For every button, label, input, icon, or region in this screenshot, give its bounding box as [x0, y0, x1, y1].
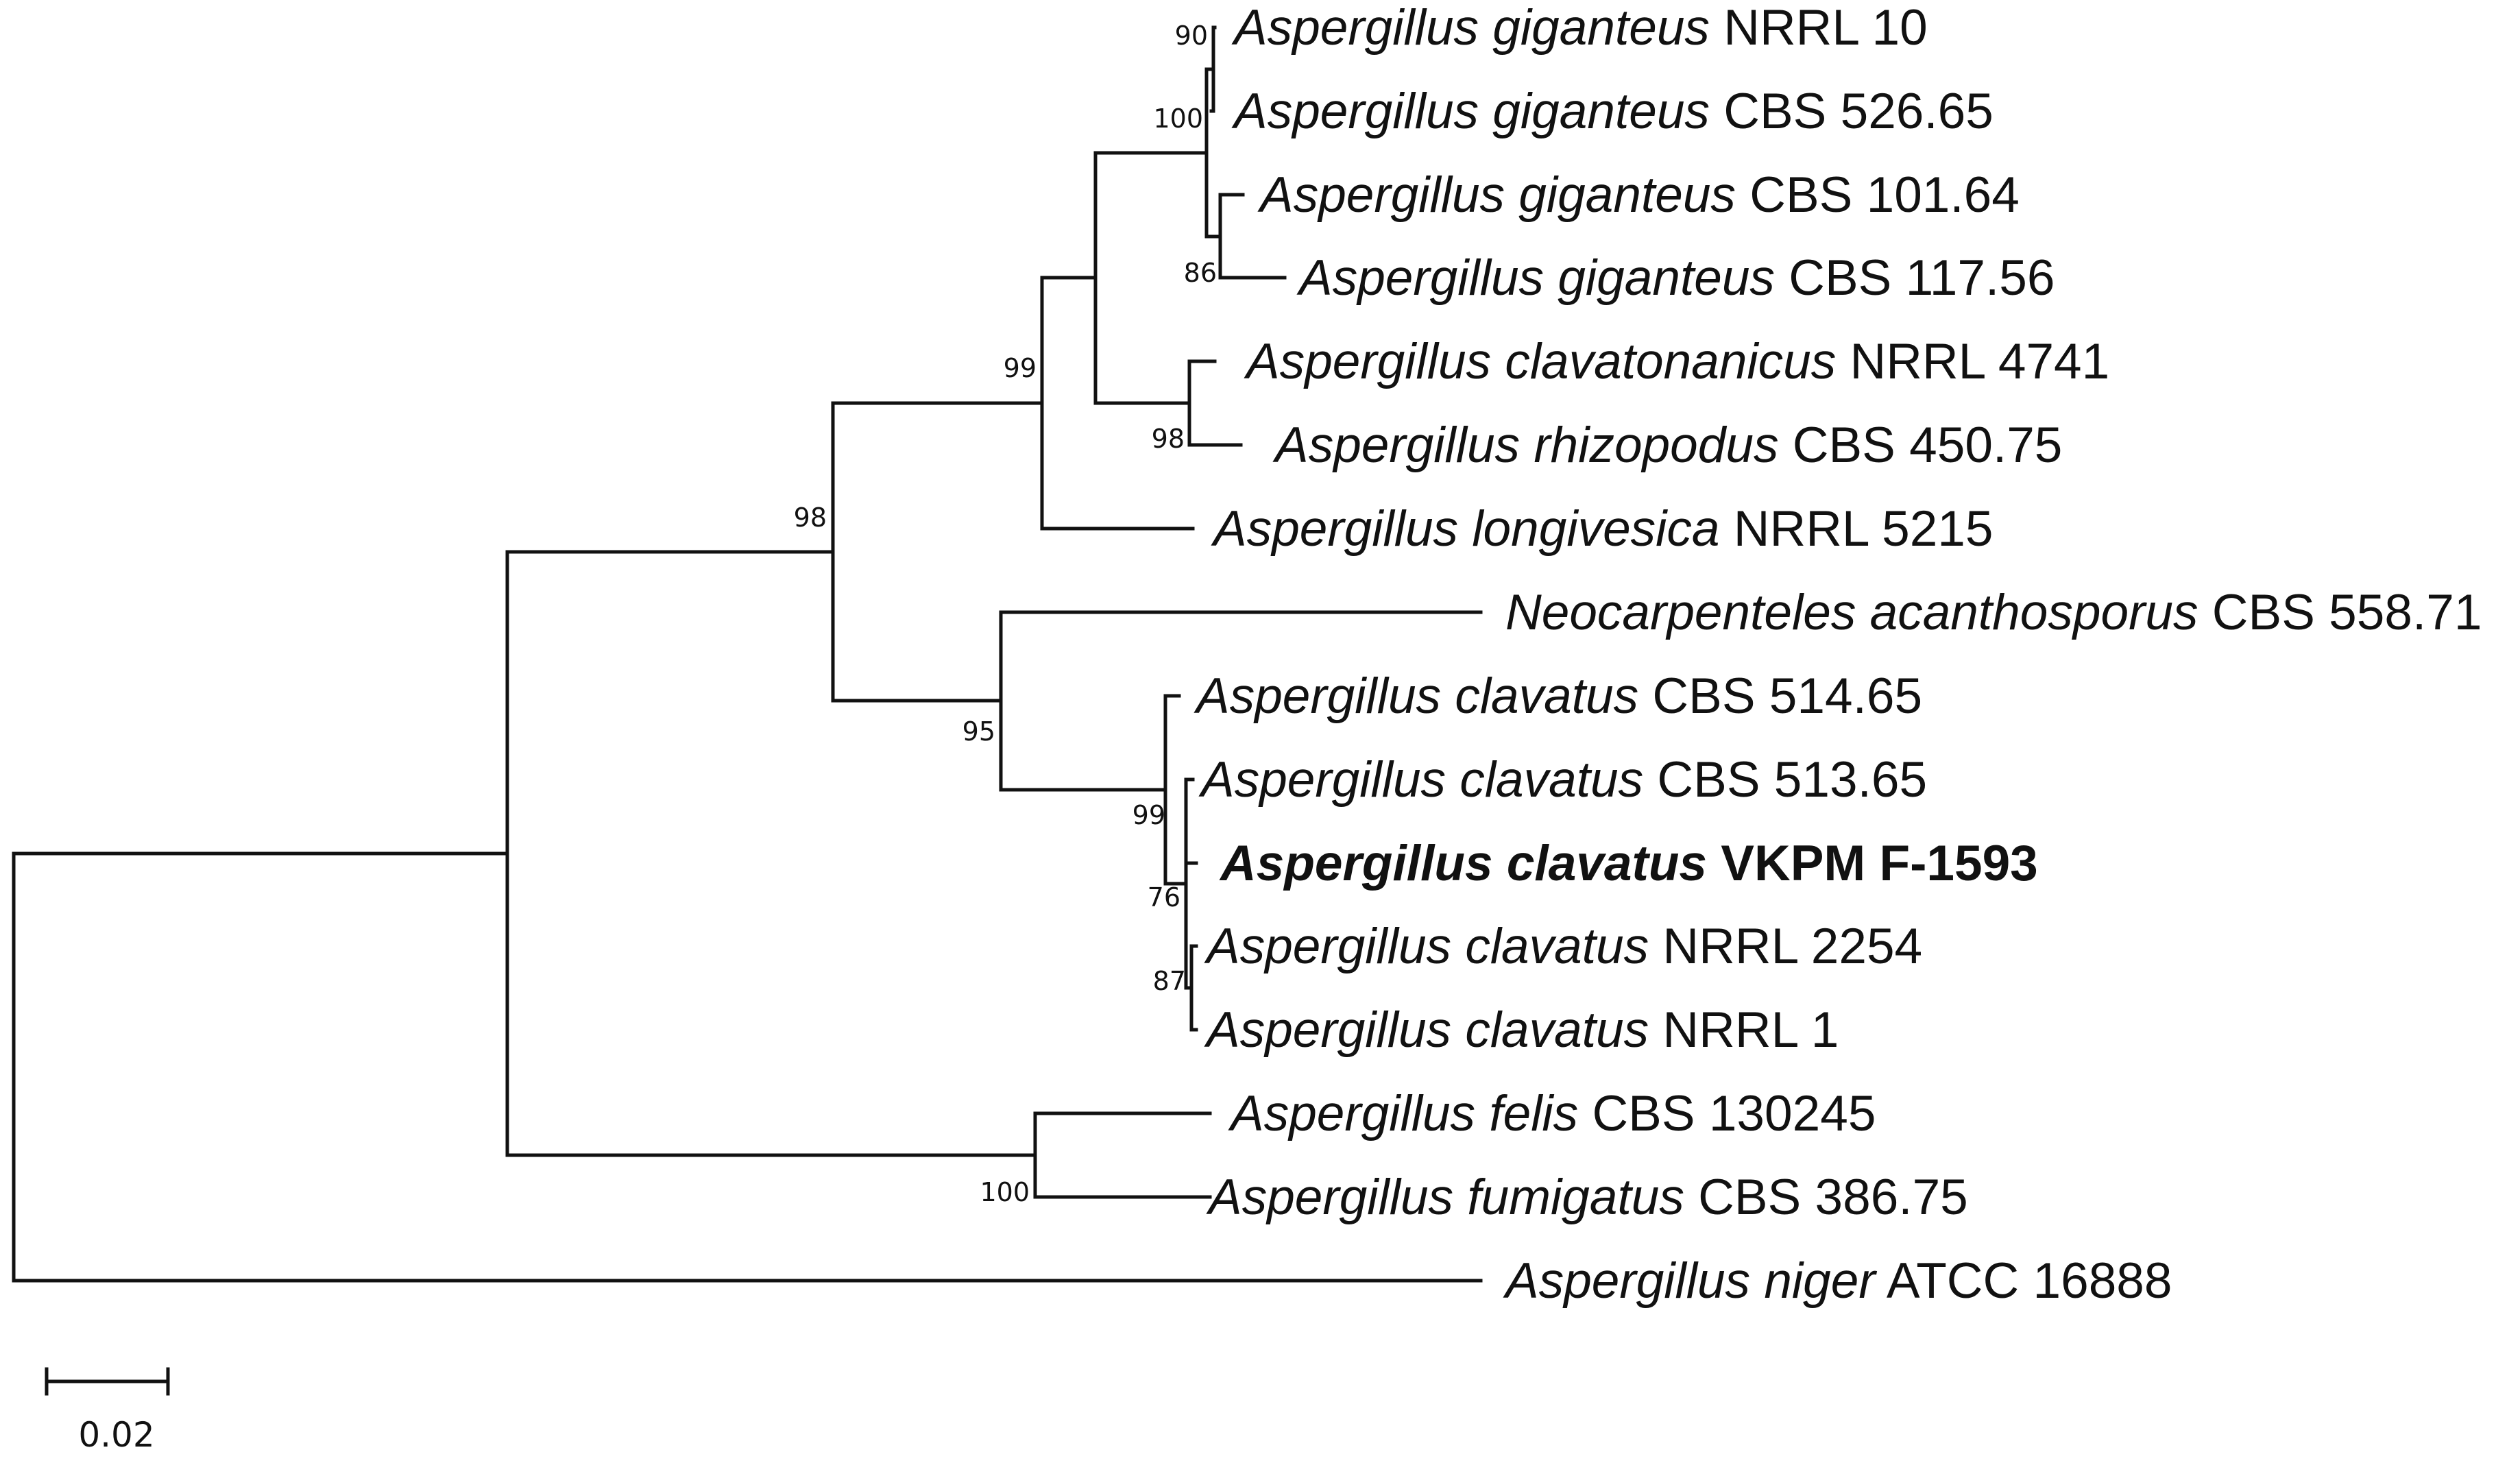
taxon-species-t1: Aspergillus giganteus: [1231, 0, 1710, 56]
taxon-strain-t15: CBS 386.75: [1684, 1170, 1968, 1225]
taxon-species-t7: Aspergillus longivesica: [1211, 501, 1719, 557]
bootstrap-support-values: 90 100 86 99 98 98 95 99 76 87 100: [794, 21, 1217, 1207]
taxon-species-t12: Aspergillus clavatus: [1204, 919, 1649, 974]
taxon-label-t3: Aspergillus giganteus CBS 101.64: [1257, 167, 2020, 223]
taxon-species-t3: Aspergillus giganteus: [1257, 167, 1736, 223]
taxon-species-t15: Aspergillus fumigatus: [1206, 1170, 1684, 1225]
taxon-species-t10: Aspergillus clavatus: [1198, 752, 1643, 808]
taxon-label-t12: Aspergillus clavatus NRRL 2254: [1204, 919, 1922, 974]
tree-branches: [12, 25, 1483, 1283]
support-value-n_fumigati: 100: [980, 1177, 1030, 1207]
taxon-strain-t2: CBS 526.65: [1710, 84, 1994, 139]
taxon-strain-t5: NRRL 4741: [1836, 334, 2109, 389]
taxon-label-t4: Aspergillus giganteus CBS 117.56: [1296, 250, 2055, 306]
support-value-n_giganteus_all: 100: [1153, 104, 1203, 134]
support-value-n_clavatonanicus: 98: [1152, 424, 1185, 454]
support-value-n_giganteus_pair: 90: [1175, 21, 1208, 51]
support-value-n_giganteus_pair2: 86: [1184, 258, 1217, 288]
taxon-strain-t4: CBS 117.56: [1775, 250, 2055, 306]
support-value-n_neocarp: 95: [962, 716, 995, 747]
taxon-species-t11: Aspergillus clavatus: [1219, 836, 1707, 891]
support-value-n_clavati: 98: [794, 503, 827, 533]
support-value-n_clavatus_sub2: 87: [1153, 966, 1186, 996]
taxon-species-t5: Aspergillus clavatonanicus: [1244, 334, 1836, 389]
taxon-species-t14: Aspergillus felis: [1228, 1086, 1578, 1141]
taxon-species-t2: Aspergillus giganteus: [1231, 84, 1710, 139]
support-value-n_upper: 99: [1004, 353, 1037, 383]
taxon-labels: Aspergillus giganteus NRRL 10Aspergillus…: [1194, 0, 2482, 1309]
taxon-label-t1: Aspergillus giganteus NRRL 10: [1231, 0, 1928, 56]
taxon-label-t6: Aspergillus rhizopodus CBS 450.75: [1272, 418, 2062, 473]
scale-bar-label: 0.02: [78, 1415, 154, 1455]
taxon-strain-t9: CBS 514.65: [1638, 668, 1922, 724]
support-value-n_clavatus_sub: 76: [1148, 882, 1180, 912]
scale-bar: 0.02: [45, 1367, 170, 1455]
taxon-species-t16: Aspergillus niger: [1503, 1253, 1877, 1309]
taxon-label-t14: Aspergillus felis CBS 130245: [1228, 1086, 1876, 1141]
taxon-strain-t8: CBS 558.71: [2198, 585, 2482, 640]
taxon-strain-t1: NRRL 10: [1710, 0, 1928, 56]
taxon-label-t13: Aspergillus clavatus NRRL 1: [1204, 1002, 1839, 1058]
taxon-strain-t10: CBS 513.65: [1643, 752, 1927, 808]
taxon-species-t9: Aspergillus clavatus: [1194, 668, 1638, 724]
taxon-label-t15: Aspergillus fumigatus CBS 386.75: [1206, 1170, 1968, 1225]
taxon-strain-t13: NRRL 1: [1649, 1002, 1839, 1058]
taxon-strain-t7: NRRL 5215: [1719, 501, 1993, 557]
taxon-label-t5: Aspergillus clavatonanicus NRRL 4741: [1244, 334, 2109, 389]
taxon-species-t13: Aspergillus clavatus: [1204, 1002, 1649, 1058]
taxon-label-t16: Aspergillus niger ATCC 16888: [1503, 1253, 2172, 1309]
taxon-strain-t16: ATCC 16888: [1876, 1253, 2172, 1309]
taxon-label-t7: Aspergillus longivesica NRRL 5215: [1211, 501, 1994, 557]
taxon-label-t11: Aspergillus clavatus VKPM F-1593: [1219, 836, 2038, 891]
taxon-strain-t6: CBS 450.75: [1778, 418, 2062, 473]
taxon-label-t2: Aspergillus giganteus CBS 526.65: [1231, 84, 1994, 139]
taxon-species-t6: Aspergillus rhizopodus: [1272, 418, 1778, 473]
taxon-label-t8: Neocarpenteles acanthosporus CBS 558.71: [1505, 585, 2482, 640]
taxon-label-t10: Aspergillus clavatus CBS 513.65: [1198, 752, 1927, 808]
taxon-strain-t14: CBS 130245: [1578, 1086, 1876, 1141]
taxon-strain-t3: CBS 101.64: [1736, 167, 2020, 223]
taxon-species-t8: Neocarpenteles acanthosporus: [1505, 585, 2198, 640]
taxon-species-t4: Aspergillus giganteus: [1296, 250, 1775, 306]
taxon-strain-t12: NRRL 2254: [1649, 919, 1922, 974]
taxon-label-t9: Aspergillus clavatus CBS 514.65: [1194, 668, 1922, 724]
support-value-n_clavatus: 99: [1132, 800, 1165, 830]
taxon-strain-t11: VKPM F-1593: [1707, 836, 2038, 891]
